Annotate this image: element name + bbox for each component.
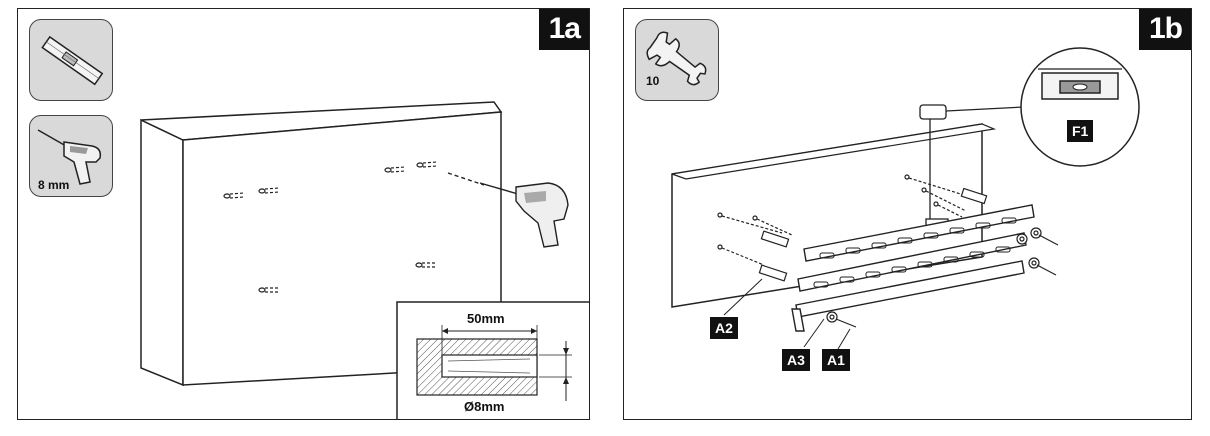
step-badge-1b: 1b — [1138, 9, 1191, 50]
screw-1 — [1038, 234, 1059, 246]
level-magnifier — [1020, 47, 1140, 167]
hole-5 — [415, 262, 436, 268]
wrench-tool-box: 10 — [635, 19, 719, 101]
wall-side-face — [140, 118, 184, 387]
anchor-1 — [717, 212, 790, 248]
spirit-level-tool-box — [29, 19, 113, 101]
panel-step-1a: 1a 8 mm — [17, 8, 590, 420]
wrench-size-label: 10 — [646, 74, 660, 88]
depth-label: 50mm — [467, 311, 505, 326]
drill-tool-box: 8 mm — [29, 115, 113, 197]
callout-f1: F1 — [1067, 120, 1094, 142]
hole-6 — [258, 287, 279, 293]
washer-1 — [1030, 227, 1042, 239]
wall-top-face — [671, 123, 997, 180]
anchor-3 — [752, 215, 793, 236]
wall-bracket — [791, 204, 1035, 332]
hole-1 — [223, 192, 245, 199]
callout-leaders — [723, 278, 851, 350]
drill-holes — [223, 161, 438, 293]
wrench-icon — [646, 31, 707, 86]
drill-in-use — [447, 172, 569, 248]
screw-3 — [835, 318, 857, 328]
hole-4 — [416, 161, 438, 168]
anchor-6 — [933, 201, 963, 218]
washer-4 — [826, 311, 838, 323]
bracket-mounting-drawing — [671, 47, 1140, 350]
callout-a3: A3 — [782, 349, 810, 371]
screw-2 — [1036, 264, 1057, 276]
anchor-2 — [717, 244, 788, 282]
hole-3 — [384, 166, 406, 173]
spirit-level-icon — [41, 35, 104, 86]
fixings — [717, 174, 1059, 328]
diameter-label: Ø8mm — [464, 399, 505, 414]
drill-size-label: 8 mm — [38, 178, 70, 192]
panel-step-1b: 1b 10 — [623, 8, 1192, 420]
anchor-5 — [921, 187, 967, 212]
wall-drawing — [140, 101, 589, 419]
callout-a1: A1 — [822, 349, 850, 371]
hole-2 — [258, 187, 280, 194]
washer-3 — [1028, 257, 1040, 269]
callout-a2: A2 — [710, 317, 738, 339]
washer-2 — [1016, 233, 1028, 245]
step-badge-1a: 1a — [538, 9, 589, 50]
hole-depth-detail — [396, 301, 589, 419]
anchor-4 — [904, 174, 988, 205]
drill-icon — [37, 129, 102, 185]
